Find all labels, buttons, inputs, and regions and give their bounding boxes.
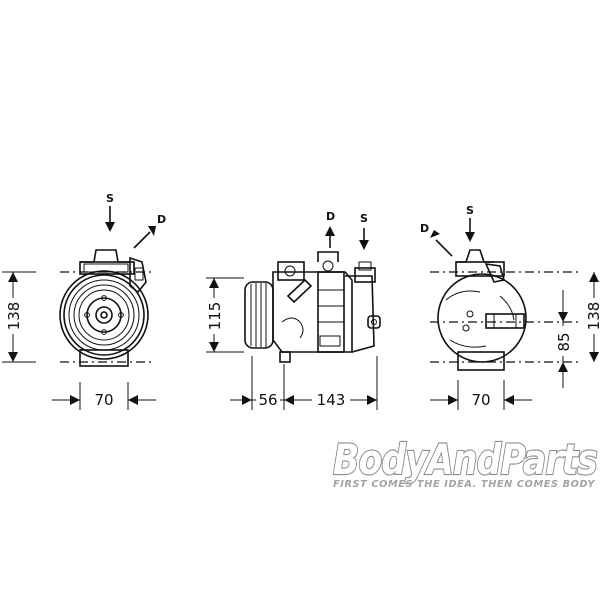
front-suction-label: S (106, 192, 114, 205)
front-width-dimension: 70 (94, 391, 113, 409)
side-body-length-dimension: 143 (317, 391, 346, 409)
side-discharge-label: D (326, 210, 335, 223)
rear-suction-label: S (466, 204, 474, 217)
rear-view: D S 85 138 70 (420, 204, 600, 410)
side-suction-label: S (360, 212, 368, 225)
front-height-dimension: 138 (5, 302, 23, 331)
side-view: D S 115 56 143 (205, 210, 381, 410)
rear-width-dimension: 70 (471, 391, 490, 409)
side-clutch-width-dimension: 56 (258, 391, 277, 409)
brand-logo: BodyAndParts (333, 435, 597, 484)
side-height-dimension: 115 (206, 302, 224, 331)
rear-discharge-label: D (420, 222, 429, 235)
brand-tagline: FIRST COMES THE IDEA. THEN COMES BODY (333, 479, 596, 490)
brand-watermark: BodyAndParts FIRST COMES THE IDEA. THEN … (332, 434, 599, 490)
rear-mount-height-dimension: 85 (555, 332, 573, 351)
rear-height-dimension: 138 (585, 302, 600, 331)
front-discharge-label: D (157, 213, 166, 226)
front-view: S D 138 70 (2, 192, 166, 410)
